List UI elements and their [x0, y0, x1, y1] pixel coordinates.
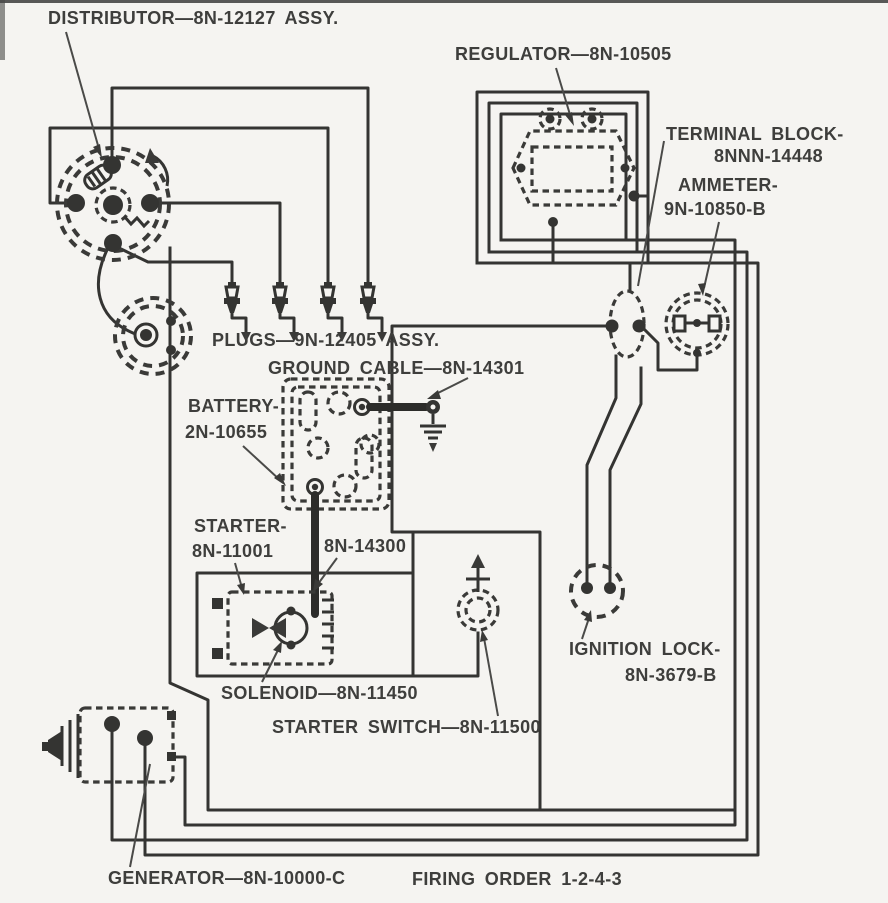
wire-starter-loop	[195, 571, 415, 678]
label-plugs: PLUGS—9N-12405 ASSY.	[212, 330, 439, 350]
label-ignition-lock-1: IGNITION LOCK-	[569, 639, 721, 659]
label-starter-1: STARTER-	[194, 516, 287, 536]
label-ground-cable: GROUND CABLE—8N-14301	[268, 358, 524, 378]
label-battery-2: 2N-10655	[185, 422, 267, 442]
ground-symbol	[420, 414, 446, 452]
label-terminal-block-2: 8NNN-14448	[714, 146, 823, 166]
label-ignition-lock-2: 8N-3679-B	[625, 665, 717, 685]
rotor	[83, 163, 113, 191]
ignition-coil	[113, 296, 193, 376]
label-battery-1: BATTERY-	[188, 396, 279, 416]
label-solenoid: SOLENOID—8N-11450	[221, 683, 418, 703]
rotation-arrow-head	[145, 148, 159, 163]
generator-pulley	[48, 731, 62, 761]
label-distributor: DISTRIBUTOR—8N-12127 ASSY.	[48, 8, 338, 28]
generator	[42, 706, 176, 784]
battery	[281, 377, 391, 511]
wire-coil-feed	[168, 246, 737, 812]
label-ammeter-2: 9N-10850-B	[664, 199, 766, 219]
solenoid	[252, 606, 309, 650]
labels: DISTRIBUTOR—8N-12127 ASSY. REGULATOR—8N-…	[48, 8, 844, 889]
wire-distributor-plug4	[110, 86, 370, 284]
starter	[212, 590, 334, 666]
wire-terminalblock-run	[390, 324, 608, 812]
ammeter	[664, 291, 730, 357]
scan-border-top	[0, 0, 888, 3]
label-generator: GENERATOR—8N-10000-C	[108, 868, 345, 888]
distributor	[55, 146, 171, 262]
wire-loop-outer-top	[475, 90, 650, 265]
ignition-lock	[569, 563, 625, 619]
wire-ammeter-jog	[641, 326, 699, 372]
wire-loop-outer	[143, 261, 760, 857]
starter-windings	[322, 598, 334, 650]
label-terminal-block-1: TERMINAL BLOCK-	[666, 124, 844, 144]
wire-loop-mid	[110, 250, 749, 842]
terminal-block	[605, 289, 646, 359]
wire-distributor-plug2	[148, 201, 282, 284]
wire-loop-inner	[172, 238, 737, 827]
wire-ignition-2	[608, 366, 643, 586]
plunger-arrow	[471, 554, 485, 568]
wire-starter-switch	[411, 631, 480, 678]
wire-ignition-1	[585, 354, 618, 586]
label-firing-order: FIRING ORDER 1-2-4-3	[412, 869, 622, 889]
starter-switch	[456, 554, 500, 632]
wiring	[48, 86, 760, 857]
wire-loop-inner-top	[499, 112, 628, 242]
leader-lines	[65, 31, 720, 868]
regulator	[511, 107, 640, 227]
wire-distributor-plug1	[116, 245, 234, 284]
breaker-points	[122, 215, 151, 229]
label-starter-2: 8N-11001	[192, 541, 273, 561]
ground-cable	[366, 400, 446, 452]
label-starter-switch: STARTER SWITCH—8N-11500	[272, 717, 541, 737]
label-battery-cable: 8N-14300	[324, 536, 406, 556]
wire-loop-mid-top	[487, 101, 639, 254]
label-ammeter-1: AMMETER-	[678, 175, 778, 195]
label-regulator: REGULATOR—8N-10505	[455, 44, 672, 64]
scan-border-left	[0, 0, 5, 60]
